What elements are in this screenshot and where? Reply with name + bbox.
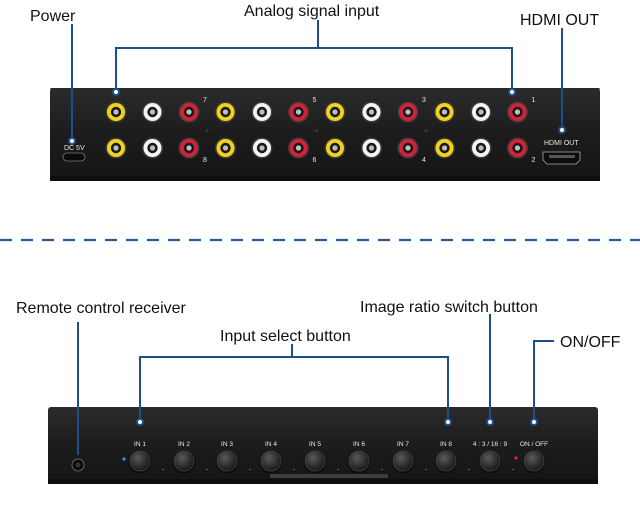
rca-jack-white[interactable] — [470, 101, 492, 123]
tick-mark — [293, 469, 295, 470]
channel-number: 1 — [532, 97, 536, 104]
separator-mark: + — [424, 128, 428, 135]
rca-jack-red[interactable] — [288, 137, 309, 159]
rca-jack-yellow[interactable] — [215, 137, 236, 159]
rca-jack-white[interactable] — [251, 101, 273, 123]
remote-receiver-sensor — [71, 458, 85, 472]
rca-jack-white[interactable] — [361, 101, 382, 123]
on-off-callout: ON/OFF — [560, 334, 621, 351]
analog-input-callout: Analog signal input — [244, 3, 380, 20]
rear-callout-dots — [68, 88, 566, 145]
channel-number: 5 — [313, 97, 317, 104]
rca-jack-red[interactable] — [178, 137, 200, 159]
dc-power-port[interactable] — [62, 152, 86, 162]
tick-mark — [206, 469, 208, 470]
channel-number: 7 — [203, 97, 207, 104]
rca-jack-yellow[interactable] — [434, 137, 455, 159]
button-label: IN 3 — [221, 441, 233, 448]
tick-mark — [249, 469, 251, 470]
rca-jack-yellow[interactable] — [215, 101, 236, 123]
input-select-button[interactable]: IN 4 — [259, 441, 283, 474]
rca-jack-red[interactable] — [507, 101, 528, 123]
button-label: IN 4 — [265, 441, 277, 448]
rca-jack-yellow[interactable] — [105, 101, 127, 123]
hdmi-label: HDMI OUT — [544, 140, 579, 147]
separator-mark: + — [205, 128, 209, 135]
separator-mark: + — [315, 128, 319, 135]
rca-jack-white[interactable] — [142, 101, 163, 123]
rca-jack-white[interactable] — [251, 137, 273, 159]
front-callouts — [77, 314, 554, 455]
rca-jack-white[interactable] — [470, 137, 492, 159]
rca-jack-red[interactable] — [397, 101, 419, 123]
channel-number: 8 — [203, 157, 207, 164]
channel-number: 4 — [422, 157, 426, 164]
button-label: IN 6 — [353, 441, 365, 448]
rca-jack-red[interactable] — [288, 101, 309, 123]
rear-callouts — [71, 20, 563, 140]
rca-jack-red[interactable] — [178, 101, 200, 123]
input-select-button[interactable]: IN 5 — [303, 441, 327, 474]
channel-number: 6 — [313, 157, 317, 164]
tick-mark — [425, 469, 427, 470]
button-label: IN 7 — [397, 441, 409, 448]
input-select-button[interactable]: IN 8 — [434, 441, 458, 474]
button-label: IN 5 — [309, 441, 321, 448]
button-label: IN 1 — [134, 441, 146, 448]
tick-mark — [337, 469, 339, 470]
rca-jack-yellow[interactable] — [434, 101, 455, 123]
hdmi-out-port[interactable] — [542, 151, 581, 165]
rca-jack-white[interactable] — [361, 137, 382, 159]
input-select-button[interactable]: IN 7 — [391, 441, 415, 474]
input-select-button[interactable]: IN 2 — [172, 441, 196, 474]
rca-jack-red[interactable] — [397, 137, 419, 159]
input-select-button[interactable]: IN 1 — [128, 441, 152, 474]
front-panel: IN 1 IN 2 IN 3 IN 4 IN 5 IN 6 IN 7 IN 8 4 : 3 / … — [48, 407, 598, 484]
rca-jack-red[interactable] — [507, 137, 528, 159]
channel-number: 2 — [532, 157, 536, 164]
input-select-button[interactable]: IN 6 — [347, 441, 371, 474]
tick-mark — [162, 469, 164, 470]
hdmi-out-callout: HDMI OUT — [520, 12, 599, 29]
front-button-row: IN 1 IN 2 IN 3 IN 4 IN 5 IN 6 IN 7 IN 8 4 : 3 / … — [128, 441, 548, 474]
rca-jack-white[interactable] — [142, 137, 163, 159]
dc-label: DC 5V — [64, 145, 85, 152]
channel-number: 3 — [422, 97, 426, 104]
rca-jack-yellow[interactable] — [105, 137, 127, 159]
input-select-button[interactable]: IN 3 — [215, 441, 239, 474]
button-label: IN 8 — [440, 441, 452, 448]
button-label: IN 2 — [178, 441, 190, 448]
status-led-blue — [122, 457, 126, 461]
front-callout-dots — [136, 418, 538, 426]
remote-receiver-callout: Remote control receiver — [16, 300, 187, 317]
rca-jack-yellow[interactable] — [324, 137, 346, 159]
power-button[interactable]: ON / OFF — [520, 441, 548, 474]
ratio-switch-callout: Image ratio switch button — [360, 299, 538, 316]
rca-jack-yellow[interactable] — [324, 101, 346, 123]
aspect-ratio-button[interactable]: 4 : 3 / 16 : 9 — [473, 441, 508, 474]
power-callout: Power — [30, 8, 76, 25]
tick-mark — [512, 469, 514, 470]
rca-input-array: + + +1 2 3 4 5 6 7 8 — [105, 97, 536, 164]
button-label: ON / OFF — [520, 441, 548, 448]
input-select-callout: Input select button — [220, 328, 351, 345]
tick-mark — [468, 469, 470, 470]
tick-mark — [381, 469, 383, 470]
button-label: 4 : 3 / 16 : 9 — [473, 441, 508, 448]
power-led-red — [514, 456, 518, 460]
rear-panel: + + +1 2 3 4 5 6 7 8 DC 5V HDMI OUT — [50, 88, 600, 181]
